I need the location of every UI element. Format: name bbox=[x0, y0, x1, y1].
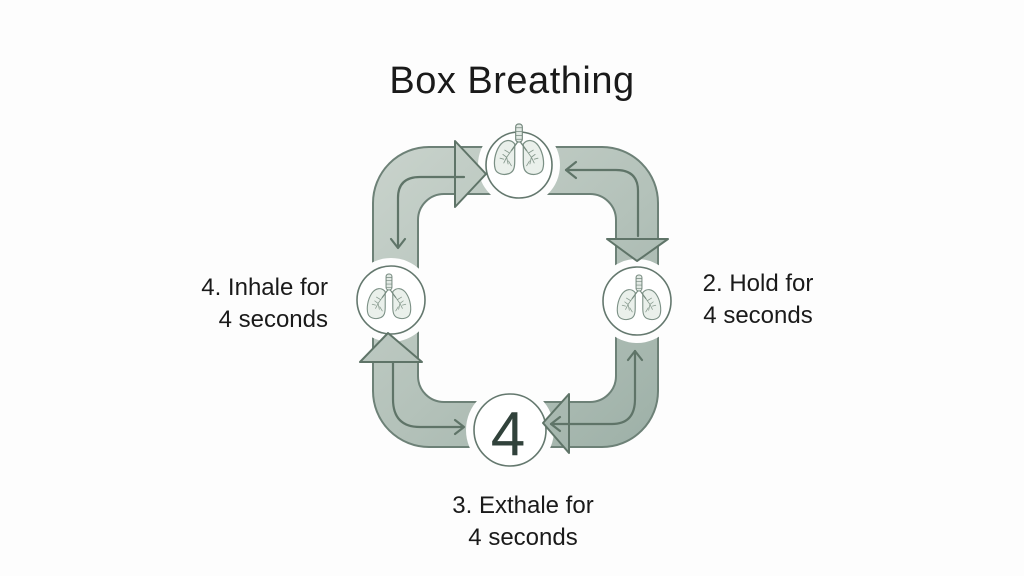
flow-arrowhead-right-down-icon bbox=[606, 238, 669, 262]
count-number: 4 bbox=[490, 400, 526, 469]
flow-arrowhead-left-up-icon bbox=[359, 332, 423, 363]
page-title: Box Breathing bbox=[389, 60, 635, 102]
flow-line-top-right bbox=[564, 160, 640, 238]
flow-line-bottom-left bbox=[391, 361, 466, 436]
step-label-hold-line1: 2. Hold for bbox=[702, 270, 814, 297]
step-label-exhale-line1: 3. Exthale for bbox=[452, 492, 594, 519]
step-label-exhale: 3. Exthale for 4 seconds bbox=[423, 490, 623, 554]
flow-arrowhead-top-right-icon bbox=[454, 140, 487, 208]
step-label-hold-line2: 4 seconds bbox=[703, 302, 813, 329]
step-label-inhale-line2: 4 seconds bbox=[218, 306, 328, 333]
step-label-inhale: 4. Inhale for 4 seconds bbox=[140, 272, 328, 336]
station-circle-bottom bbox=[473, 393, 547, 467]
step-label-hold: 2. Hold for 4 seconds bbox=[690, 268, 826, 332]
flow-line-top-left bbox=[389, 175, 466, 250]
flow-line-bottom-right bbox=[549, 349, 644, 433]
step-label-exhale-line2: 4 seconds bbox=[468, 524, 578, 551]
step-label-inhale-line1: 4. Inhale for bbox=[201, 274, 328, 301]
